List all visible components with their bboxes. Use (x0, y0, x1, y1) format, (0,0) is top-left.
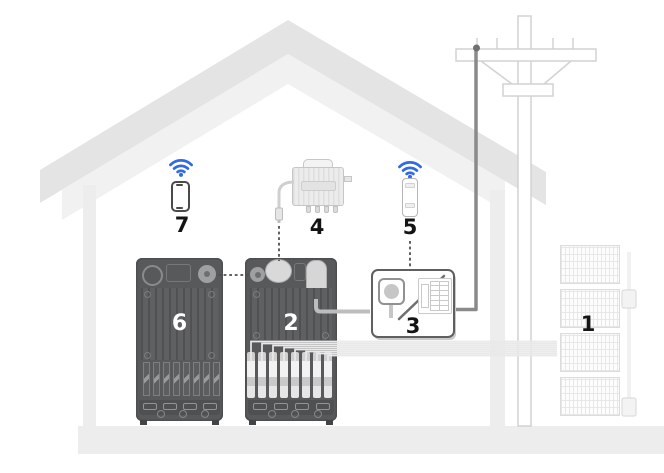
inverter-drop-connector-tip (277, 220, 281, 223)
foot-tab (140, 420, 147, 425)
screw-icon (144, 352, 151, 359)
foot-tab (212, 420, 219, 425)
foot-tab (249, 420, 256, 425)
outlet-icon (378, 278, 405, 305)
mc4-connector (313, 352, 321, 398)
label-microinverter: 4 (309, 215, 325, 239)
screw-icon (208, 291, 215, 298)
io-port (253, 403, 267, 410)
right-wall (490, 190, 505, 428)
screw-icon (144, 291, 151, 298)
mc4-connector (280, 352, 288, 398)
wifi-icon (398, 161, 422, 179)
breaker-switch (143, 362, 150, 396)
io-port (295, 403, 309, 410)
foot (314, 410, 322, 418)
io-port (163, 403, 177, 410)
label-smartphone: 7 (174, 213, 190, 237)
ground (78, 426, 664, 454)
grid-connection-box: 3 (371, 269, 455, 338)
mc4-connector (324, 352, 332, 398)
foot (201, 410, 209, 418)
label-grid-connection: 3 (405, 314, 421, 338)
inverter-body (292, 167, 344, 206)
ac-input-port (265, 259, 292, 283)
label-battery-main: 2 (283, 311, 299, 336)
label-battery-secondary: 6 (171, 311, 188, 336)
grid-power-wire (456, 49, 478, 312)
wifi-icon (169, 159, 193, 177)
inverter-side-port (344, 176, 352, 182)
wire-attachment-dot (473, 44, 480, 52)
meter-display (405, 203, 415, 208)
breaker-switch (163, 362, 170, 396)
roof-inner-band (62, 54, 505, 220)
solar-panel (560, 377, 620, 416)
pole-brace (543, 60, 572, 85)
pole-brace (480, 60, 513, 85)
link-port-knob (198, 265, 216, 283)
link-port-knob (250, 267, 265, 282)
foot (179, 410, 187, 418)
breaker-switch (203, 362, 210, 396)
meter-display (405, 183, 415, 188)
outlet-stem (389, 305, 393, 318)
breaker-switch (213, 362, 220, 396)
top-ports-cluster (166, 264, 191, 282)
inverter-connector (324, 206, 329, 213)
mc4-connector (302, 352, 310, 398)
screw-icon (253, 332, 260, 339)
unit-footer (248, 400, 334, 418)
mc4-connector (291, 352, 299, 398)
pole-crossarm-small (502, 83, 554, 97)
breaker-switch (193, 362, 200, 396)
pole-crossarm (455, 48, 597, 62)
solar-panel (560, 245, 620, 284)
foot-tab (326, 420, 333, 425)
inverter-drop-connector (275, 207, 283, 221)
smartphone (171, 181, 190, 212)
inverter-connector (315, 206, 320, 213)
battery-unit-secondary: 6 (136, 258, 223, 425)
mc4-connector (247, 352, 255, 398)
foot (291, 410, 299, 418)
panel-rail (621, 252, 637, 417)
breaker-switch (173, 362, 180, 396)
breaker-switch (183, 362, 190, 396)
io-port (143, 403, 157, 410)
io-port (203, 403, 217, 410)
vent-ring (142, 265, 163, 286)
screw-icon (253, 291, 260, 298)
mc4-connector (269, 352, 277, 398)
smart-meter (402, 178, 418, 217)
io-port (183, 403, 197, 410)
breaker-door (421, 284, 429, 308)
pole-mast (517, 15, 532, 427)
inverter-label-plate (301, 181, 336, 191)
heatsink-fins (141, 288, 218, 360)
unit-footer (139, 400, 220, 418)
solar-panel (560, 333, 620, 372)
solar-panel (560, 289, 620, 328)
left-wall (83, 185, 96, 428)
foot (268, 410, 276, 418)
breaker-panel-icon (418, 278, 452, 314)
heatsink-fins (250, 288, 332, 340)
inverter-connector (306, 206, 311, 213)
screw-icon (322, 332, 329, 339)
top-ports-cluster (294, 263, 306, 281)
io-port (316, 403, 330, 410)
battery-unit-main: 2 (245, 258, 337, 425)
foot (157, 410, 165, 418)
label-smart-meter: 5 (402, 215, 418, 239)
io-port (274, 403, 288, 410)
label-solar-array: 1 (580, 312, 596, 336)
inverter-connector (333, 206, 338, 213)
mc4-connector (258, 352, 266, 398)
screw-icon (208, 352, 215, 359)
breaker-switch (153, 362, 160, 396)
breaker-grid (430, 281, 449, 311)
